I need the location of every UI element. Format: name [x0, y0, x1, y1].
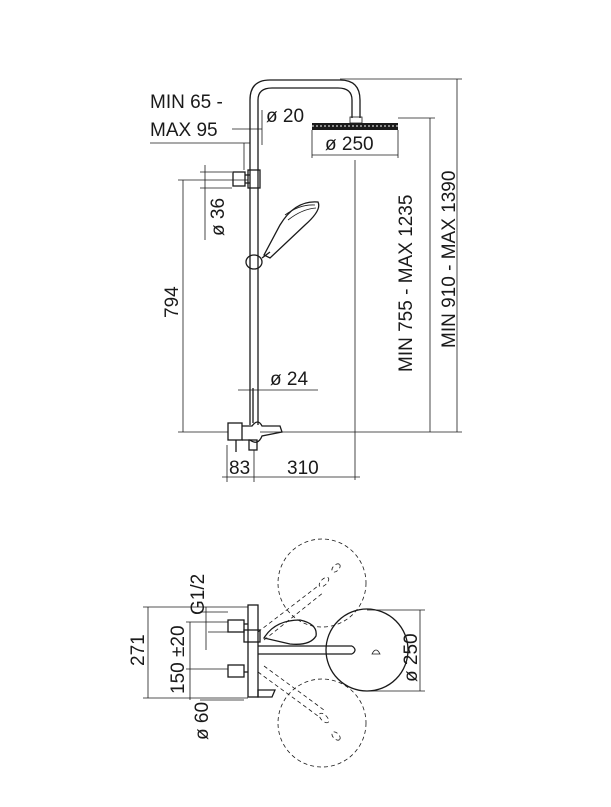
escutcheon-label: ø 60 [192, 702, 213, 740]
column-diameter-label: ø 24 [270, 369, 308, 390]
horizontal-dimension-lines [222, 445, 360, 482]
plan-dimension-lines [143, 606, 425, 701]
plan-head-circle [325, 608, 409, 692]
head-height-range-label: MIN 755 - MAX 1235 [396, 195, 417, 372]
centres-label: 150 ±20 [168, 625, 189, 694]
bracket-diameter-dimension [200, 165, 232, 240]
head-diameter-label: ø 250 [325, 134, 374, 155]
plan-hand-shower [262, 619, 317, 645]
wall-offset-label: 83 [229, 458, 250, 479]
plan-wall-plate [227, 604, 276, 698]
arm-length-label: 310 [287, 458, 319, 479]
swing-circle-upper [277, 538, 367, 628]
swing-circle-lower [277, 678, 367, 768]
plan-view: G1/2 271 150 ±20 ø 60 ø 250 [128, 538, 425, 768]
mixer-valve [227, 388, 283, 452]
min-offset-label: MIN 65 - [150, 92, 223, 113]
shower-arm [249, 79, 361, 118]
plan-head-diameter-label: ø 250 [401, 633, 422, 682]
plan-arm [258, 645, 356, 655]
arm-diameter-label: ø 20 [266, 106, 304, 127]
bracket-diameter-label: ø 36 [208, 198, 229, 236]
rail-height-dimension [178, 179, 248, 433]
total-height-range-label: MIN 910 - MAX 1390 [439, 171, 460, 348]
max-offset-label: MAX 95 [150, 120, 218, 141]
rail-height-label: 794 [162, 286, 183, 318]
height-dimension-lines [260, 78, 462, 480]
hand-shower [245, 201, 320, 270]
elevation-view: MIN 65 - MAX 95 ø 20 ø 250 ø 36 794 ø 24… [150, 78, 462, 482]
overhead-shower-head [312, 116, 398, 130]
swung-arm-positions [257, 563, 341, 741]
thread-label: G1/2 [188, 574, 209, 615]
wall-bracket [232, 169, 261, 189]
arm-dimension-lines [150, 110, 263, 170]
overall-label: 271 [128, 634, 149, 666]
riser-column [249, 110, 259, 425]
